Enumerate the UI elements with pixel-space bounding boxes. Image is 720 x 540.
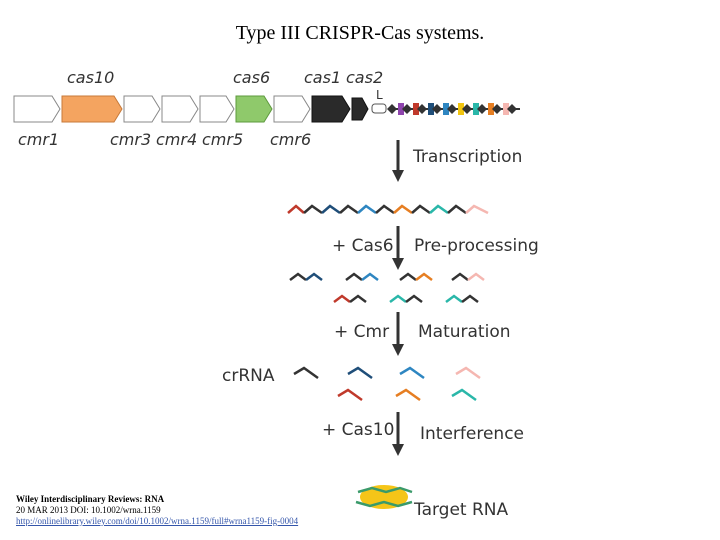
label-cmr1: cmr1 — [18, 130, 60, 149]
label-cmr3: cmr3 — [110, 130, 152, 149]
gene-cas2 — [351, 97, 369, 121]
figure-title: Type III CRISPR-Cas systems. — [235, 22, 485, 44]
step-maturation: Maturation — [418, 322, 511, 342]
label-cmr6: cmr6 — [270, 130, 312, 149]
gene-cmr3 — [123, 95, 161, 123]
processed-fragments — [289, 272, 485, 303]
reagent-cmr: + Cmr — [334, 322, 390, 342]
step-target-rna: Target RNA — [414, 500, 509, 520]
gene-cas1 — [311, 95, 351, 123]
target-rna — [360, 485, 408, 509]
step-transcription: Transcription — [413, 147, 523, 167]
label-cas6: cas6 — [233, 68, 271, 87]
label-cas1: cas1 — [304, 68, 342, 87]
citation: Wiley Interdisciplinary Reviews: RNA 20 … — [16, 494, 298, 527]
pre-crrna — [287, 204, 489, 215]
reagent-cas6: + Cas6 — [332, 236, 394, 256]
step-preprocessing: Pre-processing — [414, 236, 539, 256]
operon — [13, 95, 520, 123]
label-cas2: cas2 — [346, 68, 384, 87]
gene-cas10 — [61, 95, 123, 123]
label-cmr5: cmr5 — [202, 130, 244, 149]
mature-crrnas — [293, 366, 481, 402]
crispr-array — [387, 103, 520, 115]
citation-link[interactable]: http://onlinelibrary.wiley.com/doi/10.10… — [16, 516, 299, 526]
leader — [371, 103, 387, 114]
gene-cmr5 — [199, 95, 235, 123]
gene-cmr1 — [13, 95, 61, 123]
citation-doi: 20 MAR 2013 DOI: 10.1002/wrna.1159 — [16, 505, 161, 515]
label-crrna: crRNA — [222, 366, 275, 386]
reagent-cas10: + Cas10 — [322, 420, 395, 440]
target-complex — [355, 485, 413, 509]
label-cas10: cas10 — [67, 68, 115, 87]
gene-cmr4 — [161, 95, 199, 123]
label-cmr4: cmr4 — [156, 130, 198, 149]
step-interference: Interference — [420, 424, 525, 444]
gene-cmr6 — [273, 95, 311, 123]
label-leader: L — [376, 88, 383, 102]
citation-journal: Wiley Interdisciplinary Reviews: RNA — [16, 494, 165, 504]
gene-cas6 — [235, 95, 273, 123]
